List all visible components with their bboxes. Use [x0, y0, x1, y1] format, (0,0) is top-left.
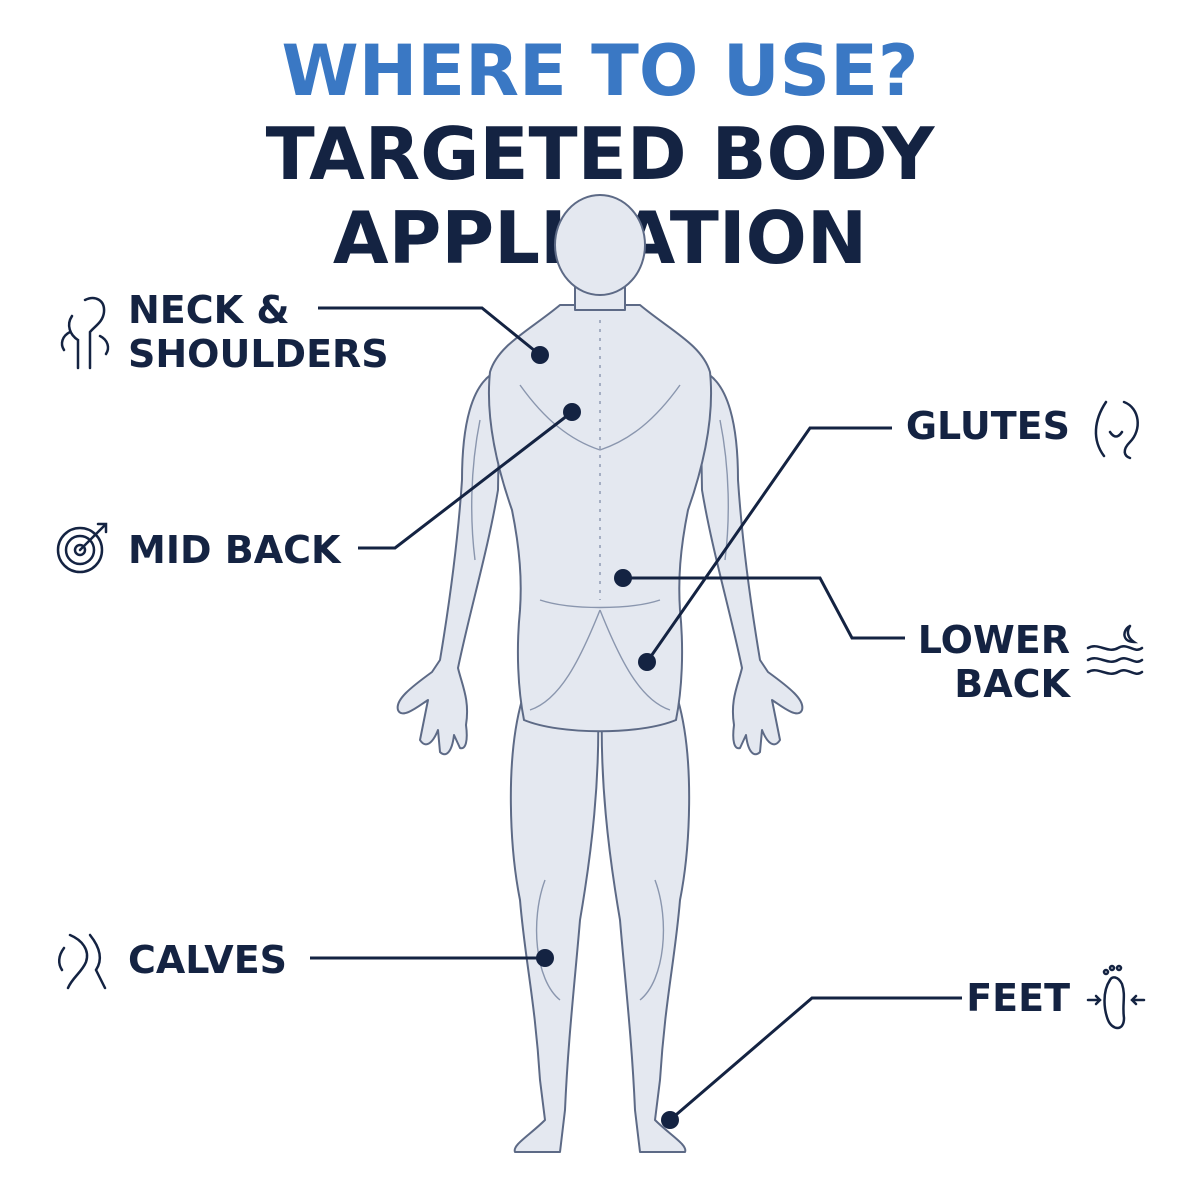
waves-icon [1086, 624, 1144, 675]
label-glutes-line-1: GLUTES [905, 404, 1070, 448]
dot-feet [661, 1111, 679, 1129]
headline-question: WHERE TO USE? [281, 30, 919, 112]
callout-lines [310, 306, 962, 1122]
headline-title: TARGETED BODY APPLICATION [265, 112, 935, 280]
callout-line-glutes [645, 426, 892, 663]
head [554, 194, 646, 296]
label-feet-line-1: FEET [966, 976, 1070, 1020]
callout-line-lower [623, 576, 905, 640]
leg-joint-icon [58, 933, 107, 990]
label-lower-line-2: BACK [954, 662, 1070, 706]
dot-neck [531, 346, 549, 364]
right-leg [600, 699, 691, 1153]
label-neck-line-2: SHOULDERS [128, 332, 389, 376]
label-lower-back: LOWER BACK [918, 618, 1070, 706]
callout-dots [531, 346, 679, 1129]
target-icon [56, 522, 108, 574]
left-arm [396, 369, 501, 756]
label-calves: CALVES [128, 938, 287, 982]
label-feet: FEET [966, 976, 1070, 1020]
label-calves-line-1: CALVES [128, 938, 288, 982]
human-body-back-view [396, 194, 804, 1153]
muscle-detail-lines [471, 320, 729, 1001]
dot-lower [614, 569, 632, 587]
callout-line-mid [358, 410, 573, 550]
label-glutes: GLUTES [906, 404, 1070, 448]
callout-line-feet [669, 996, 962, 1122]
label-neck-line-1: NECK & [128, 288, 290, 332]
callout-line-neck [318, 306, 541, 357]
label-mid-line-1: MID BACK [128, 528, 341, 572]
label-lower-line-1: LOWER [917, 618, 1070, 662]
dot-calves [536, 949, 554, 967]
label-mid-back: MID BACK [128, 528, 340, 572]
dot-mid [563, 403, 581, 421]
left-leg [509, 699, 600, 1153]
label-neck-shoulders: NECK & SHOULDERS [128, 288, 389, 376]
glutes-icon [1094, 400, 1139, 460]
foot-icon [1086, 964, 1146, 1030]
joint-icon [60, 296, 110, 370]
dot-glutes [638, 653, 656, 671]
